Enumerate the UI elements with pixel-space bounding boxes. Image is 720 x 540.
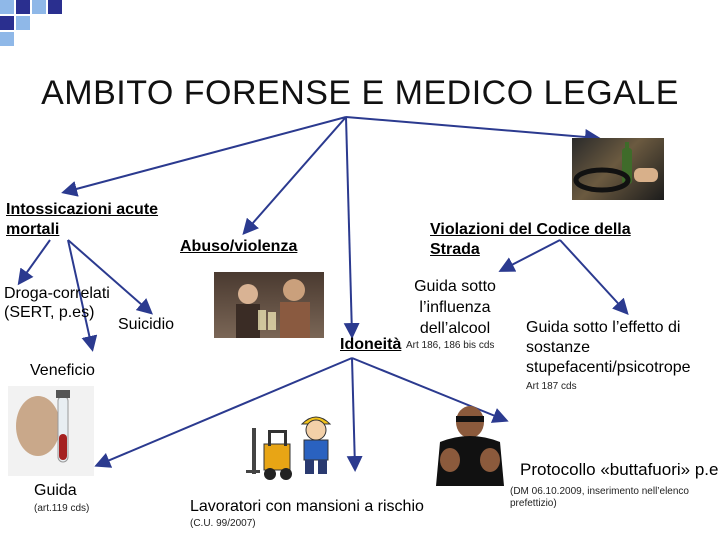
deco-square [48,0,62,14]
node-guida: Guida [34,482,77,499]
node-guida-art: (art.119 cds) [34,503,90,514]
node-intossicazioni: Intossicazioni acute mortali [6,201,159,238]
node-suicidio: Suicidio [118,316,175,333]
deco-square [16,0,30,14]
node-violazioni: Violazioni del Codice della Strada [430,221,631,258]
deco-square [0,0,14,14]
drink-driving-photo [572,138,664,200]
page-title: AMBITO FORENSE E MEDICO LEGALE [41,74,679,112]
node-lavoratori-note: (C.U. 99/2007) [190,518,256,529]
node-protocollo: Protocollo «buttafuori» p.e [520,460,719,479]
node-guida-sostanze: Guida sotto l’effetto di sostanze stupef… [526,319,691,376]
node-art-alcool: Art 186, 186 bis cds [406,340,495,351]
deco-square [0,32,14,46]
test-tube-photo [8,386,94,476]
node-lavoratori: Lavoratori con mansioni a rischio [190,498,424,515]
node-idoneita: Idoneità [340,336,402,353]
node-art-sostanze: Art 187 cds [526,381,577,392]
drinking-people-photo [214,272,324,338]
construction-worker-icon [296,410,336,476]
deco-square [16,16,30,30]
node-guida-alcool: Guida sotto l’influenza dell’alcool [414,278,496,337]
node-veneficio: Veneficio [30,362,95,379]
node-abuso: Abuso/violenza [180,238,298,255]
deco-square [0,16,14,30]
forklift-icon [244,424,304,484]
node-droga: Droga-correlati (SERT, p.es) [4,285,110,321]
node-protocollo-note: (DM 06.10.2009, inserimento nell’elenco … [510,486,689,509]
bouncer-icon [430,402,510,486]
deco-square [32,0,46,14]
